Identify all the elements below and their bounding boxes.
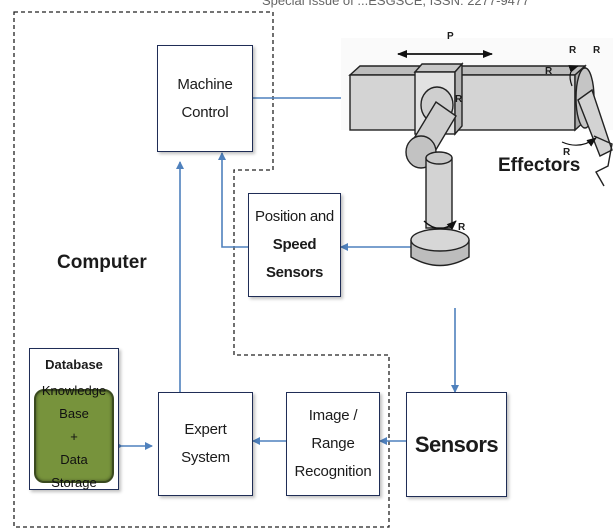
position-speed-line-2: Speed Sensors [265, 236, 324, 281]
machine-control-box[interactable]: Machine Control [157, 45, 253, 152]
database-item-knowledge-base: Knowledge Base [41, 382, 107, 421]
arrow-position-to-machine [218, 152, 249, 248]
r-label-wrist-1: R [545, 66, 553, 77]
computer-label: Computer [57, 252, 147, 273]
r-label-wrist-2: R [569, 45, 577, 56]
machine-control-line-1: Machine [177, 75, 233, 93]
expert-system-line-1: Expert [184, 421, 227, 438]
machine-control-line-2: Control [181, 103, 229, 121]
p-label: P [447, 31, 454, 42]
effectors-label: Effectors [498, 155, 581, 176]
image-range-line-1: Image / Range [308, 407, 358, 452]
database-storage-panel: Knowledge Base + Data Storage [34, 383, 114, 490]
expert-system-line-2: System [181, 449, 230, 466]
r-label-base: R [458, 222, 466, 233]
page-header-text: Special Issue of ...ESGSCE, ISSN: 2277-9… [262, 0, 530, 8]
r-label-gripper: R [563, 147, 571, 158]
position-speed-line-1: Position and [255, 208, 334, 225]
expert-system-box[interactable]: Expert System [158, 392, 253, 496]
r-label-carriage: R [455, 94, 463, 105]
r-label-wrist-3: R [593, 45, 601, 56]
image-range-line-2: Recognition [294, 463, 372, 480]
database-title: Database [45, 357, 103, 372]
database-box[interactable]: Database Knowledge Base + Data Storage [29, 348, 119, 490]
sensors-box[interactable]: Sensors [406, 392, 507, 497]
image-range-recognition-box[interactable]: Image / Range Recognition [286, 392, 380, 496]
sensors-label: Sensors [414, 431, 499, 457]
database-item-plus: + [70, 428, 78, 444]
computer-boundary [13, 11, 390, 528]
robot-arm-illustration [341, 38, 613, 267]
position-speed-sensors-box[interactable]: Position and Speed Sensors [248, 193, 341, 297]
database-item-data-storage: Data Storage [51, 451, 97, 490]
